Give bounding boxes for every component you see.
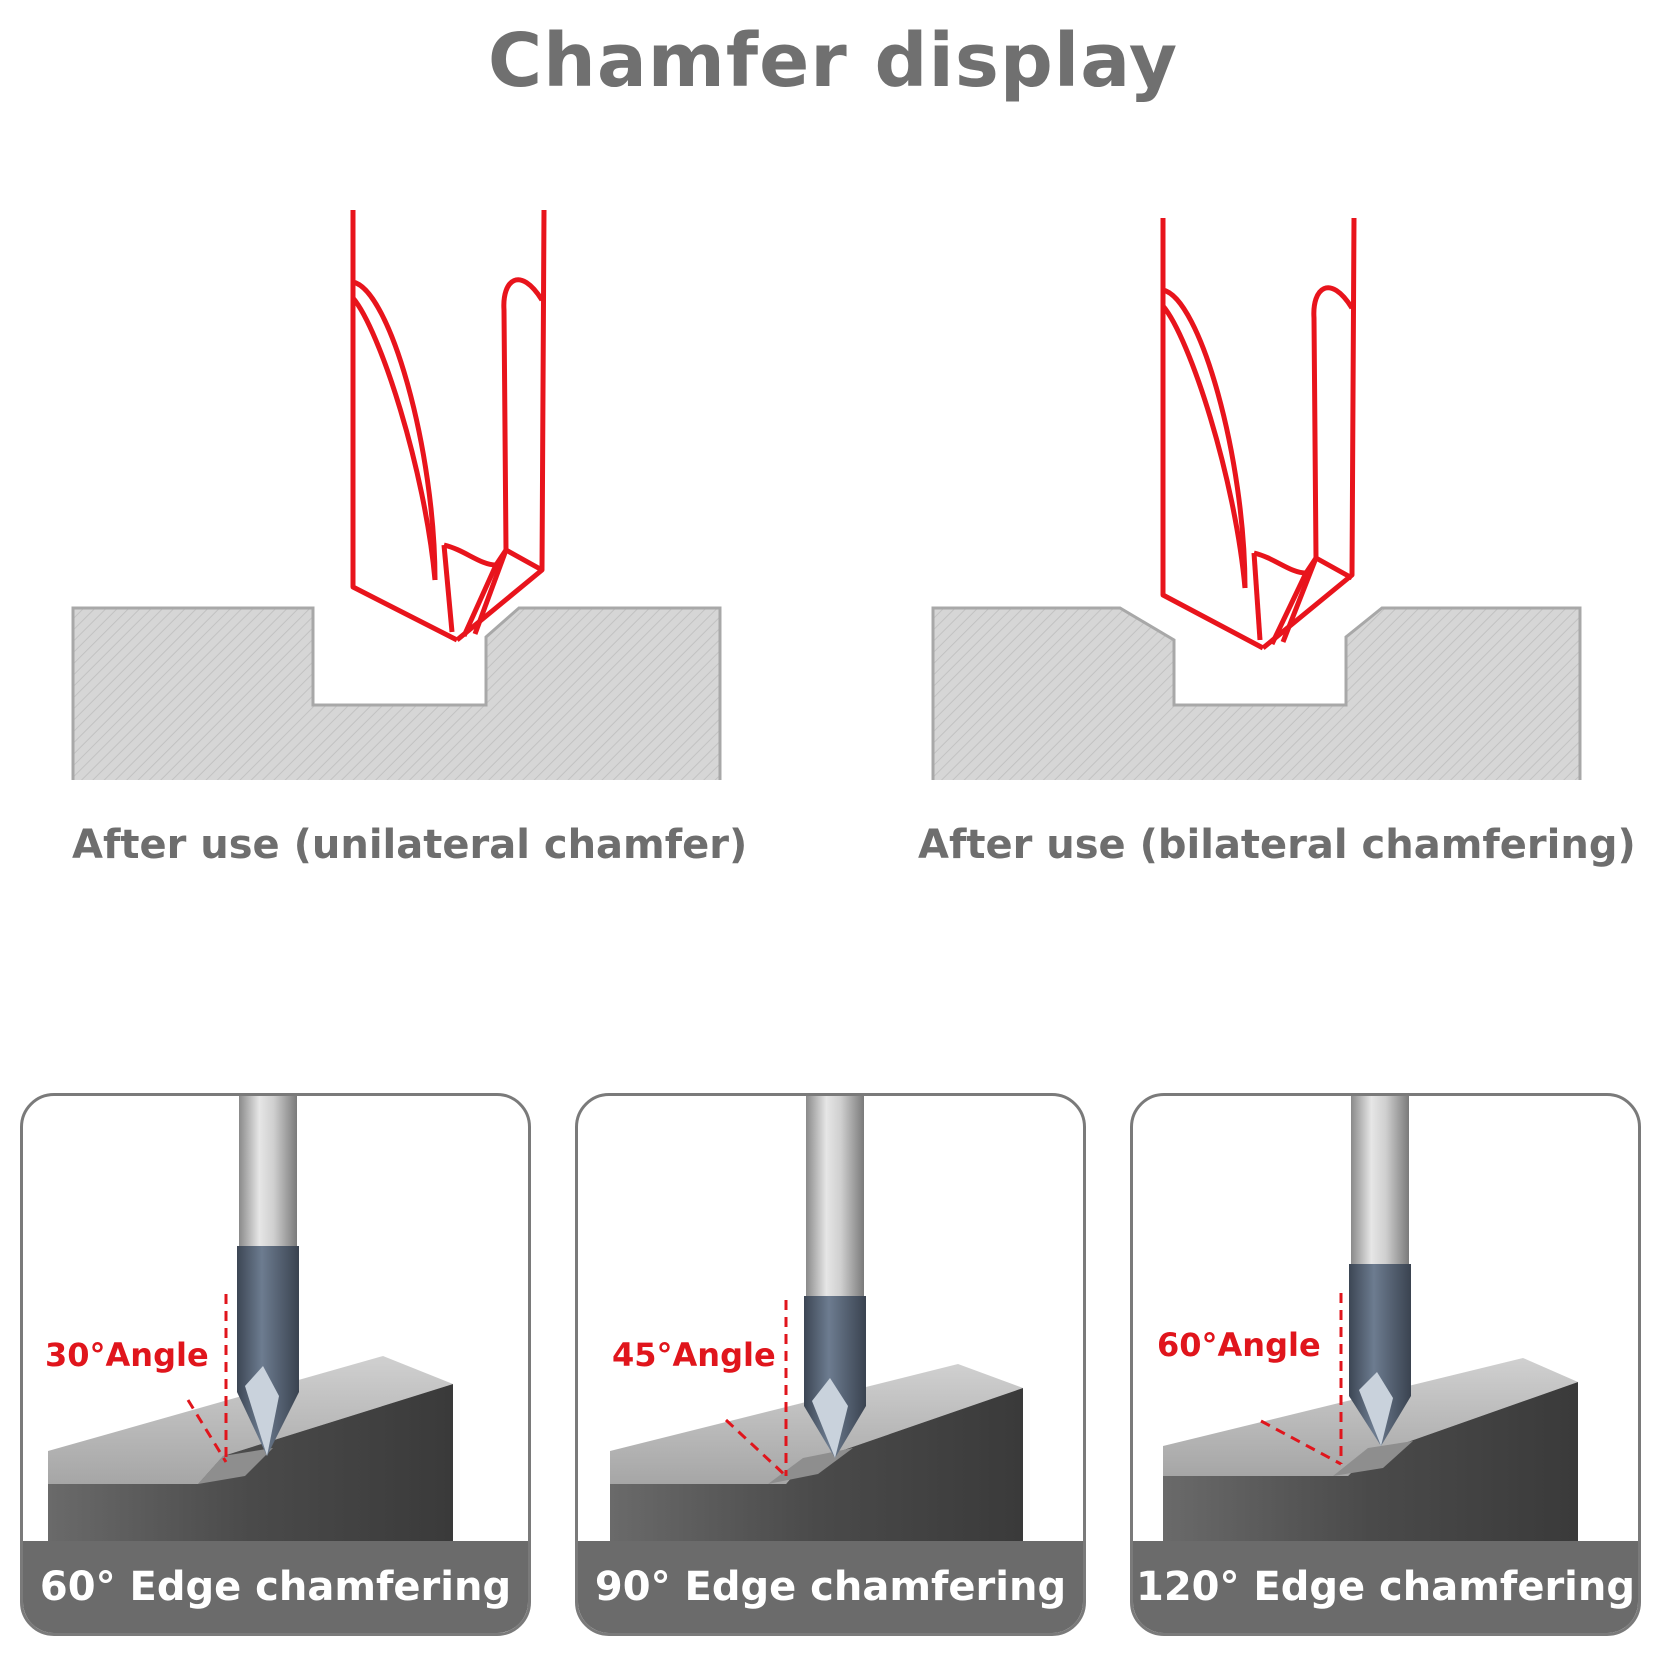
- angle-reference-line: [186, 1399, 228, 1463]
- tool-shank: [806, 1096, 864, 1296]
- tool-shank: [1351, 1096, 1409, 1264]
- tool-shank: [239, 1096, 297, 1246]
- chamfer-tool-outline: [350, 209, 547, 643]
- tool-cutting-edge: [812, 1378, 848, 1458]
- chamfer-photo-illustration: [1163, 1096, 1578, 1546]
- unilateral-chamfer-diagram: [71, 209, 722, 780]
- tool-cutting-edge: [245, 1366, 279, 1456]
- card-120-edge-chamfering: 60°Angle 120° Edge chamfering: [1130, 1093, 1641, 1636]
- chamfer-groove: [198, 1448, 273, 1484]
- workpiece-block: [931, 606, 1582, 780]
- angle-label: 60°Angle: [1157, 1326, 1321, 1364]
- card-60-edge-chamfering: 30°Angle 60° Edge chamfering: [20, 1093, 531, 1636]
- bilateral-chamfer-diagram: [931, 217, 1582, 780]
- card-label: 90° Edge chamfering: [578, 1541, 1083, 1633]
- angle-reference-line: [1260, 1419, 1342, 1466]
- chamfer-tool-outline: [1160, 217, 1357, 651]
- unilateral-caption: After use (unilateral chamfer): [72, 822, 748, 868]
- tool-cutting-edge: [1359, 1372, 1393, 1446]
- chamfer-photo-illustration: [48, 1096, 453, 1546]
- page-title: Chamfer display: [487, 18, 1179, 104]
- chamfer-photo-illustration: [610, 1096, 1023, 1546]
- card-90-edge-chamfering: 45°Angle 90° Edge chamfering: [575, 1093, 1086, 1636]
- workpiece-block: [71, 606, 722, 780]
- angle-reference-line: [724, 1418, 788, 1478]
- card-label: 60° Edge chamfering: [23, 1541, 528, 1633]
- chamfer-groove: [768, 1448, 853, 1484]
- chamfer-groove: [1333, 1441, 1413, 1476]
- bilateral-caption: After use (bilateral chamfering): [918, 822, 1636, 868]
- angle-label: 45°Angle: [612, 1336, 776, 1374]
- card-label: 120° Edge chamfering: [1133, 1541, 1638, 1633]
- angle-label: 30°Angle: [45, 1336, 209, 1374]
